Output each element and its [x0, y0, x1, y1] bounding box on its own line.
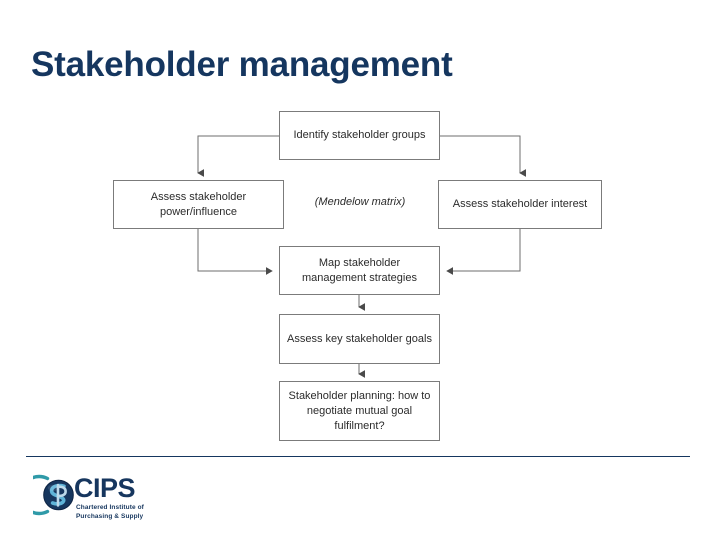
flow-node-label: Stakeholder planning: how to negotiate m…	[288, 389, 431, 432]
flow-node-stakeholder-planning[interactable]: Stakeholder planning: how to negotiate m…	[279, 381, 440, 441]
flow-node-label: Assess stakeholder power/influence	[150, 190, 247, 218]
cips-logo: CIPS Chartered Institute of Purchasing &…	[33, 470, 183, 525]
flow-node-label: Map stakeholder management strategies	[302, 256, 417, 284]
cips-tagline: Chartered Institute of Purchasing & Supp…	[76, 504, 144, 521]
flow-node-assess-stakeholder-power[interactable]: Assess stakeholder power/influence	[113, 180, 284, 229]
cips-tagline-line-1: Chartered Institute of	[76, 504, 144, 511]
cips-globe-icon	[33, 474, 74, 516]
flow-node-identify-stakeholder-groups[interactable]: Identify stakeholder groups	[279, 111, 440, 160]
mendelow-matrix-annotation: (Mendelow matrix)	[314, 196, 406, 208]
edge-identify-to-power	[197, 135, 279, 177]
flow-node-assess-stakeholder-interest[interactable]: Assess stakeholder interest	[438, 180, 602, 229]
edge-interest-to-map	[446, 229, 521, 275]
flow-node-label: Identify stakeholder groups	[293, 129, 426, 141]
flow-node-label: Assess key stakeholder goals	[287, 332, 432, 345]
flow-node-map-stakeholder-strategies[interactable]: Map stakeholder management strategies	[279, 246, 440, 295]
cips-wordmark: CIPS	[74, 473, 136, 503]
flow-node-assess-key-stakeholder-goals[interactable]: Assess key stakeholder goals	[279, 314, 440, 364]
cips-tagline-line-2: Purchasing & Supply	[76, 512, 144, 520]
edge-power-to-map	[197, 229, 273, 275]
page-title: Stakeholder management	[31, 45, 453, 84]
footer-divider	[26, 456, 690, 457]
flow-node-label: Assess stakeholder interest	[452, 198, 588, 210]
edge-identify-to-interest	[440, 135, 526, 177]
